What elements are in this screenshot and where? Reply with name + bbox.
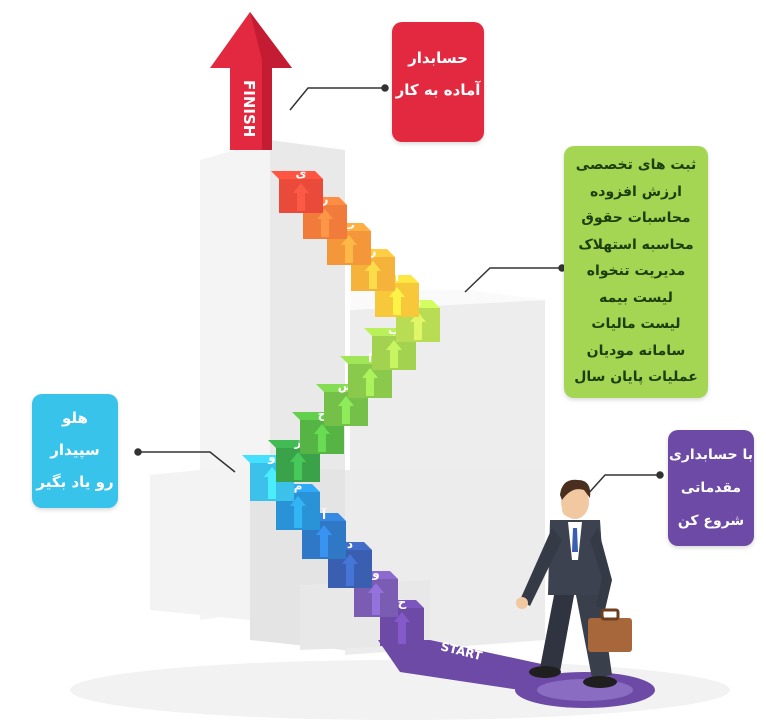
step-up-arrow-icon [290, 496, 306, 528]
step-up-arrow-icon [314, 424, 330, 452]
connector-finish [289, 87, 385, 111]
connectors [134, 84, 664, 506]
callout-finish-line-1: حسابدار [408, 49, 468, 67]
finish-arrow: FINISH [210, 12, 292, 150]
topic-item: ثبت های تخصصی [575, 157, 697, 173]
callout-learn: هلو سپیدار رو یاد بگیر [32, 394, 118, 508]
finish-label: FINISH [240, 80, 258, 137]
step-letter: ی [296, 166, 307, 180]
start-path: START [378, 639, 655, 708]
connector-dot-learn [134, 448, 142, 456]
step-letter: ر [321, 192, 329, 206]
callout-learn-line-3: رو یاد بگیر [36, 473, 114, 491]
step-up-arrow-icon [386, 340, 402, 368]
step-up-arrow-icon [341, 235, 357, 263]
step-letter: و [371, 566, 379, 581]
step-letter: ر [369, 244, 377, 258]
colored-steps: خودآموزحسابداربری [242, 166, 440, 646]
businessman-figure [516, 479, 632, 688]
step-letter: ا [395, 270, 399, 284]
step-letter: م [294, 479, 303, 494]
step-up-arrow-icon [368, 583, 384, 615]
connector-dot-start [656, 471, 664, 479]
topic-item: ارزش افزوده [590, 183, 682, 200]
topic-item: مدیریت تنخواه [586, 263, 686, 279]
step-letter: ح [318, 407, 327, 421]
callout-start-line-2: مقدماتی [680, 480, 742, 496]
step-tread [271, 171, 323, 179]
step-up-arrow-icon [394, 612, 410, 644]
topic-item: عملیات پایان سال [574, 369, 698, 385]
step-letter: ا [368, 351, 372, 365]
callout-start-line-3: شروع کن [677, 513, 745, 529]
step-up-arrow-icon [316, 525, 332, 557]
step-up-arrow-icon [342, 554, 358, 586]
step-letter: خ [398, 595, 407, 609]
callout-topics: ثبت های تخصصی ارزش افزوده محاسبات حقوق م… [564, 146, 708, 398]
step-up-arrow-icon [389, 287, 405, 315]
stair-step: س [316, 379, 368, 426]
step-up-arrow-icon [290, 452, 306, 480]
stair-step: ب [319, 218, 371, 265]
callout-start: با حسابداری مقدماتی شروع کن [668, 430, 754, 546]
connector-topics [464, 267, 562, 293]
step-up-arrow-icon [365, 261, 381, 289]
connector-learn [138, 451, 236, 473]
topic-item: محاسبات حقوق [581, 210, 691, 226]
stair-step: ح [292, 407, 344, 454]
topic-item: محاسبه استهلاک [578, 236, 694, 253]
step-letter: د [347, 537, 353, 551]
connector-start [577, 474, 660, 506]
callout-learn-line-1: هلو [62, 409, 88, 427]
stair-step: ی [271, 166, 323, 213]
step-up-arrow-icon [410, 312, 426, 340]
topic-item: سامانه مودیان [586, 342, 686, 359]
topic-item: لیست بیمه [599, 289, 673, 306]
step-up-arrow-icon [338, 396, 354, 424]
connector-dot-finish [381, 84, 389, 92]
step-letter: ز [294, 435, 302, 449]
callout-learn-line-2: سپیدار [50, 441, 100, 459]
topic-item: لیست مالیات [591, 316, 681, 332]
callout-finish: حسابدار آماده به کار [392, 22, 484, 142]
callout-finish-line-2: آماده به کار [395, 81, 481, 99]
step-letter: آ [321, 507, 327, 522]
callout-start-line-1: با حسابداری [668, 447, 753, 463]
step-up-arrow-icon [362, 368, 378, 396]
briefcase-icon [588, 618, 632, 652]
step-up-arrow-icon [293, 183, 309, 211]
step-up-arrow-icon [317, 209, 333, 237]
step-letter: و [267, 450, 275, 465]
